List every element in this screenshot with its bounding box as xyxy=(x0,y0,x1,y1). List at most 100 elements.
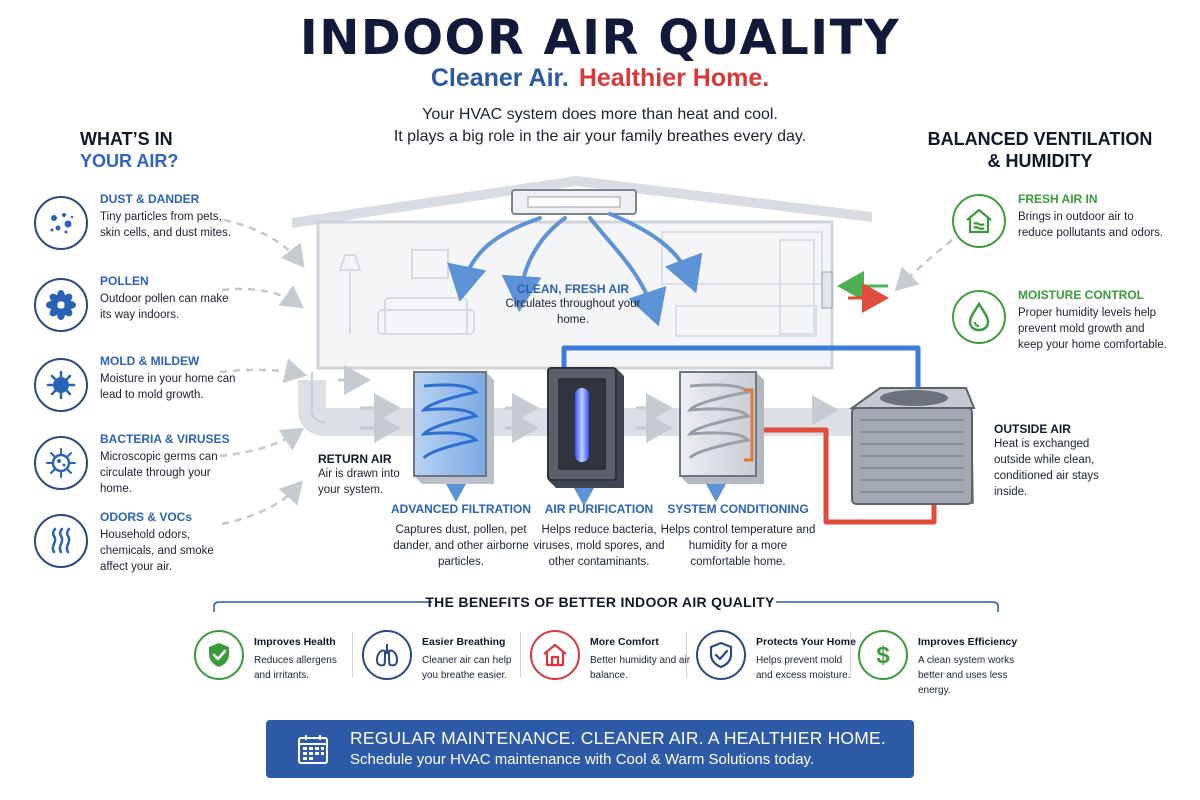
component-filtration: ADVANCED FILTRATION Captures dust, polle… xyxy=(386,502,536,570)
outside-air-label: OUTSIDE AIR Heat is exchanged outside wh… xyxy=(994,422,1124,500)
pollutant-bacteria: BACTERIA & VIRUSES Microscopic germs can… xyxy=(34,432,234,512)
shield-icon xyxy=(696,630,746,680)
clean-air-desc: Circulates throughout your home. xyxy=(505,298,641,326)
component-purification: AIR PURIFICATION Helps reduce bacteria, … xyxy=(524,502,674,570)
ventilation-desc: Brings in outdoor air to reduce pollutan… xyxy=(1018,211,1164,239)
pollutant-title: BACTERIA & VIRUSES xyxy=(100,432,230,446)
filtration-unit xyxy=(413,371,494,502)
pollutant-desc: Moisture in your home can lead to mold g… xyxy=(100,373,236,401)
house-air-icon xyxy=(952,194,1006,248)
component-desc: Helps control temperature and humidity f… xyxy=(660,524,816,568)
banner-headline: REGULAR MAINTENANCE. CLEANER AIR. A HEAL… xyxy=(350,728,886,748)
pollutant-dust: DUST & DANDER Tiny particles from pets, … xyxy=(34,192,234,272)
component-title: SYSTEM CONDITIONING xyxy=(667,502,809,516)
outside-air-title: OUTSIDE AIR xyxy=(994,422,1071,436)
return-duct xyxy=(298,365,860,443)
ventilation-moisture: MOISTURE CONTROL Proper humidity levels … xyxy=(952,288,1172,378)
pollutant-mold: MOLD & MILDEW Moisture in your home can … xyxy=(34,354,236,434)
right-heading-line-1: BALANCED VENTILATION xyxy=(927,129,1153,149)
pollutant-pollen: POLLEN Outdoor pollen can make its way i… xyxy=(34,274,234,354)
benefit-desc: A clean system works better and uses les… xyxy=(918,655,1015,696)
pollutant-desc: Tiny particles from pets, skin cells, an… xyxy=(100,211,232,239)
outdoor-condenser xyxy=(848,387,976,505)
pollutant-title: ODORS & VOCs xyxy=(100,510,193,524)
benefit-protects: Protects Your Home Helps prevent mold an… xyxy=(696,628,858,708)
benefit-health: Improves Health Reduces allergens and ir… xyxy=(194,628,356,708)
benefit-title: Easier Breathing xyxy=(422,636,506,648)
page-subtitle: Cleaner Air. Healthier Home. xyxy=(0,64,1200,93)
intro-text: Your HVAC system does more than heat and… xyxy=(300,104,900,148)
benefit-divider xyxy=(352,632,353,678)
benefit-desc: Better humidity and air balance. xyxy=(590,655,691,681)
outside-air-desc: Heat is exchanged outside while clean, c… xyxy=(994,438,1099,498)
pollutant-odors: ODORS & VOCs Household odors, chemicals,… xyxy=(34,510,234,590)
pollutant-desc: Microscopic germs can circulate through … xyxy=(100,451,218,495)
subtitle-blue: Cleaner Air. xyxy=(430,64,569,92)
bacteria-icon xyxy=(34,436,88,490)
pollen-icon xyxy=(34,278,88,332)
pollutant-title: DUST & DANDER xyxy=(100,192,200,206)
home-icon xyxy=(530,630,580,680)
benefit-desc: Reduces allergens and irritants. xyxy=(254,655,337,681)
banner-subline: Schedule your HVAC maintenance with Cool… xyxy=(350,751,815,768)
pollutant-desc: Outdoor pollen can make its way indoors. xyxy=(100,293,229,321)
purification-unit xyxy=(547,367,624,506)
dust-icon xyxy=(34,196,88,250)
svg-text:$: $ xyxy=(876,642,890,669)
benefits-title: THE BENEFITS OF BETTER INDOOR AIR QUALIT… xyxy=(425,594,775,610)
component-conditioning: SYSTEM CONDITIONING Helps control temper… xyxy=(658,502,818,570)
benefit-efficiency: $ Improves Efficiency A clean system wor… xyxy=(858,628,1020,708)
water-drop-icon xyxy=(952,290,1006,344)
refrigerant-lines xyxy=(561,345,937,525)
component-title: AIR PURIFICATION xyxy=(544,502,654,516)
right-heading: BALANCED VENTILATION & HUMIDITY xyxy=(920,128,1160,172)
maintenance-banner[interactable]: REGULAR MAINTENANCE. CLEANER AIR. A HEAL… xyxy=(266,720,914,778)
left-heading: WHAT’S IN YOUR AIR? xyxy=(80,128,300,172)
ceiling-vent xyxy=(511,189,637,215)
benefit-desc: Helps prevent mold and excess moisture. xyxy=(756,655,851,681)
supply-air-arrows xyxy=(447,212,703,327)
left-heading-line-1: WHAT’S IN xyxy=(80,129,173,149)
dashed-connectors xyxy=(219,218,953,526)
ventilation-title: MOISTURE CONTROL xyxy=(1018,288,1144,302)
benefit-divider xyxy=(686,632,687,678)
left-heading-line-2: YOUR AIR? xyxy=(80,151,179,171)
benefit-title: Improves Health xyxy=(254,636,336,648)
benefit-title: Improves Efficiency xyxy=(918,636,1018,648)
right-heading-line-2: & HUMIDITY xyxy=(987,151,1093,171)
pollutant-title: MOLD & MILDEW xyxy=(100,354,200,368)
return-air-title: RETURN AIR xyxy=(318,452,392,466)
benefit-divider xyxy=(520,632,521,678)
page-title: INDOOR AIR QUALITY xyxy=(299,10,901,66)
component-desc: Helps reduce bacteria, viruses, mold spo… xyxy=(533,524,665,568)
intro-line-2: It plays a big role in the air your fami… xyxy=(393,128,807,145)
odor-icon xyxy=(34,514,88,568)
intro-line-1: Your HVAC system does more than heat and… xyxy=(422,106,778,123)
clean-air-title: CLEAN, FRESH AIR xyxy=(516,282,630,296)
benefit-breathing: Easier Breathing Cleaner air can help yo… xyxy=(362,628,524,708)
benefits-bracket xyxy=(213,601,999,612)
benefit-desc: Cleaner air can help you breathe easier. xyxy=(422,655,512,681)
shield-check-icon xyxy=(194,630,244,680)
ventilation-desc: Proper humidity levels help prevent mold… xyxy=(1018,307,1167,351)
benefit-title: More Comfort xyxy=(590,636,659,648)
conditioning-coil xyxy=(679,371,764,502)
ventilation-title: FRESH AIR IN xyxy=(1018,192,1098,206)
component-desc: Captures dust, pollen, pet dander, and o… xyxy=(393,524,529,568)
calendar-icon xyxy=(296,732,330,766)
subtitle-red: Healthier Home. xyxy=(578,64,770,92)
benefit-comfort: More Comfort Better humidity and air bal… xyxy=(530,628,692,708)
mold-icon xyxy=(34,358,88,412)
pollutant-desc: Household odors, chemicals, and smoke af… xyxy=(100,529,214,573)
ventilation-fresh-air: FRESH AIR IN Brings in outdoor air to re… xyxy=(952,192,1172,282)
dollar-icon: $ xyxy=(858,630,908,680)
return-air-desc: Air is drawn into your system. xyxy=(318,468,400,496)
benefit-title: Protects Your Home xyxy=(756,636,856,648)
benefit-divider xyxy=(850,632,851,678)
clean-air-label: CLEAN, FRESH AIR Circulates throughout y… xyxy=(498,282,648,328)
pollutant-title: POLLEN xyxy=(100,274,149,288)
lungs-icon xyxy=(362,630,412,680)
fresh-air-vent xyxy=(821,271,889,313)
component-title: ADVANCED FILTRATION xyxy=(391,502,531,516)
